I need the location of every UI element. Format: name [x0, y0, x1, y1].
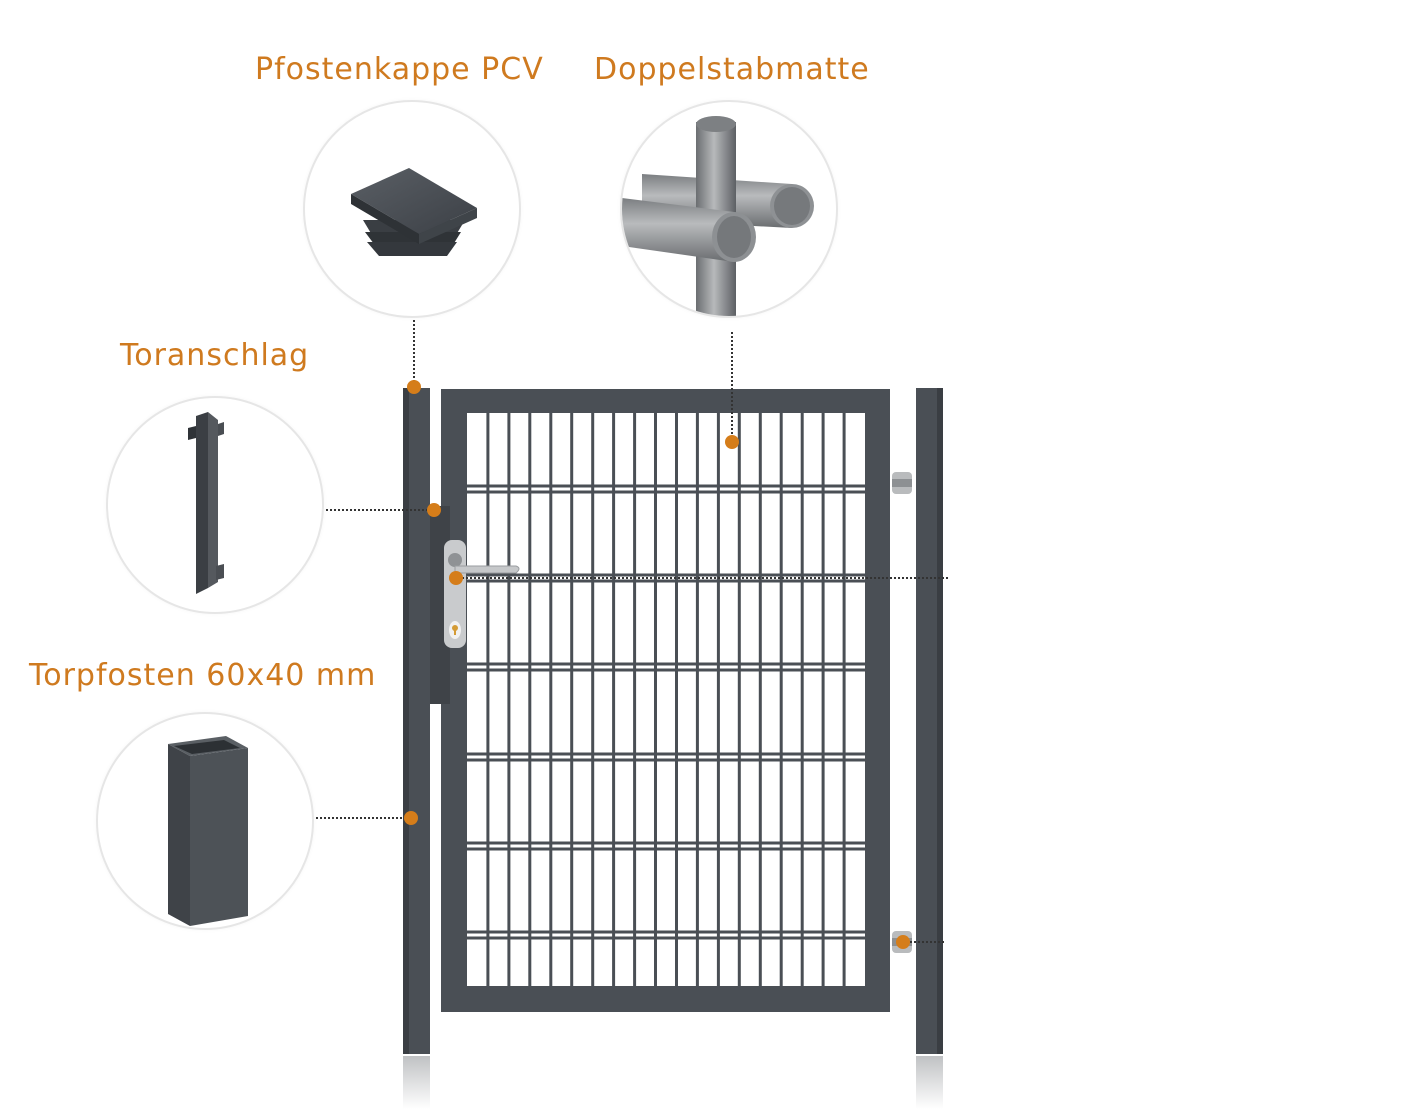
gate-stop-label: Toranschlag	[120, 338, 310, 373]
mesh-vertical-wire	[800, 413, 804, 986]
handle-marker	[449, 571, 463, 585]
post-cap-detail	[303, 100, 521, 318]
gate-post-label: Torpfosten 60x40 mm	[29, 658, 377, 693]
mesh-vertical-wire	[737, 413, 741, 986]
mesh-vertical-wire	[821, 413, 825, 986]
mesh-horizontal-wire	[467, 841, 865, 845]
mesh-vertical-wire	[612, 413, 616, 986]
mesh-detail	[620, 100, 838, 318]
mesh-marker	[725, 435, 739, 449]
mesh-horizontal-wire	[467, 847, 865, 851]
mesh-horizontal-wire	[467, 579, 865, 583]
mesh-vertical-wire	[716, 413, 720, 986]
mesh-horizontal-wire	[467, 490, 865, 494]
mesh-vertical-wire	[633, 413, 637, 986]
door-handle[interactable]	[454, 565, 520, 574]
mesh-vertical-wire	[675, 413, 678, 986]
mesh-vertical-wire	[654, 413, 657, 986]
mesh-horizontal-wire	[467, 573, 865, 577]
mesh-vertical-wire	[842, 413, 846, 986]
mesh-vertical-wire	[570, 413, 574, 986]
mesh-horizontal-wire	[467, 752, 865, 756]
hinge-marker	[896, 935, 910, 949]
mesh-vertical-wire	[779, 413, 783, 986]
mesh-horizontal-wire	[467, 668, 865, 672]
gate-stop-profile-icon	[188, 412, 224, 594]
mesh-horizontal-wire	[467, 662, 865, 666]
gate-post-marker	[404, 811, 418, 825]
gate-stop-detail	[106, 396, 324, 614]
rectangular-post-icon	[168, 736, 248, 926]
mesh-horizontal-wire	[467, 484, 865, 488]
double-wire-mesh-icon	[622, 116, 814, 316]
post-cap-marker	[407, 380, 421, 394]
mesh-horizontal-wire	[467, 930, 865, 934]
gate-post-detail	[96, 712, 314, 930]
post-cap-label: Pfostenkappe PCV	[255, 52, 544, 87]
mesh-vertical-wire	[528, 413, 532, 986]
mesh-vertical-wire	[507, 413, 511, 986]
gate-stop-marker	[427, 503, 441, 517]
mesh-vertical-wire	[486, 413, 490, 986]
mesh-vertical-wire	[591, 413, 595, 986]
mesh-horizontal-wire	[467, 758, 865, 762]
mesh-vertical-wire	[549, 413, 553, 986]
mesh-vertical-wire	[695, 413, 699, 986]
mesh-horizontal-wire	[467, 936, 865, 940]
post-cap-icon	[351, 168, 477, 256]
double-wire-mesh-label: Doppelstabmatte	[594, 52, 870, 87]
mesh-vertical-wire	[758, 413, 762, 986]
double-wire-mesh	[467, 413, 865, 986]
